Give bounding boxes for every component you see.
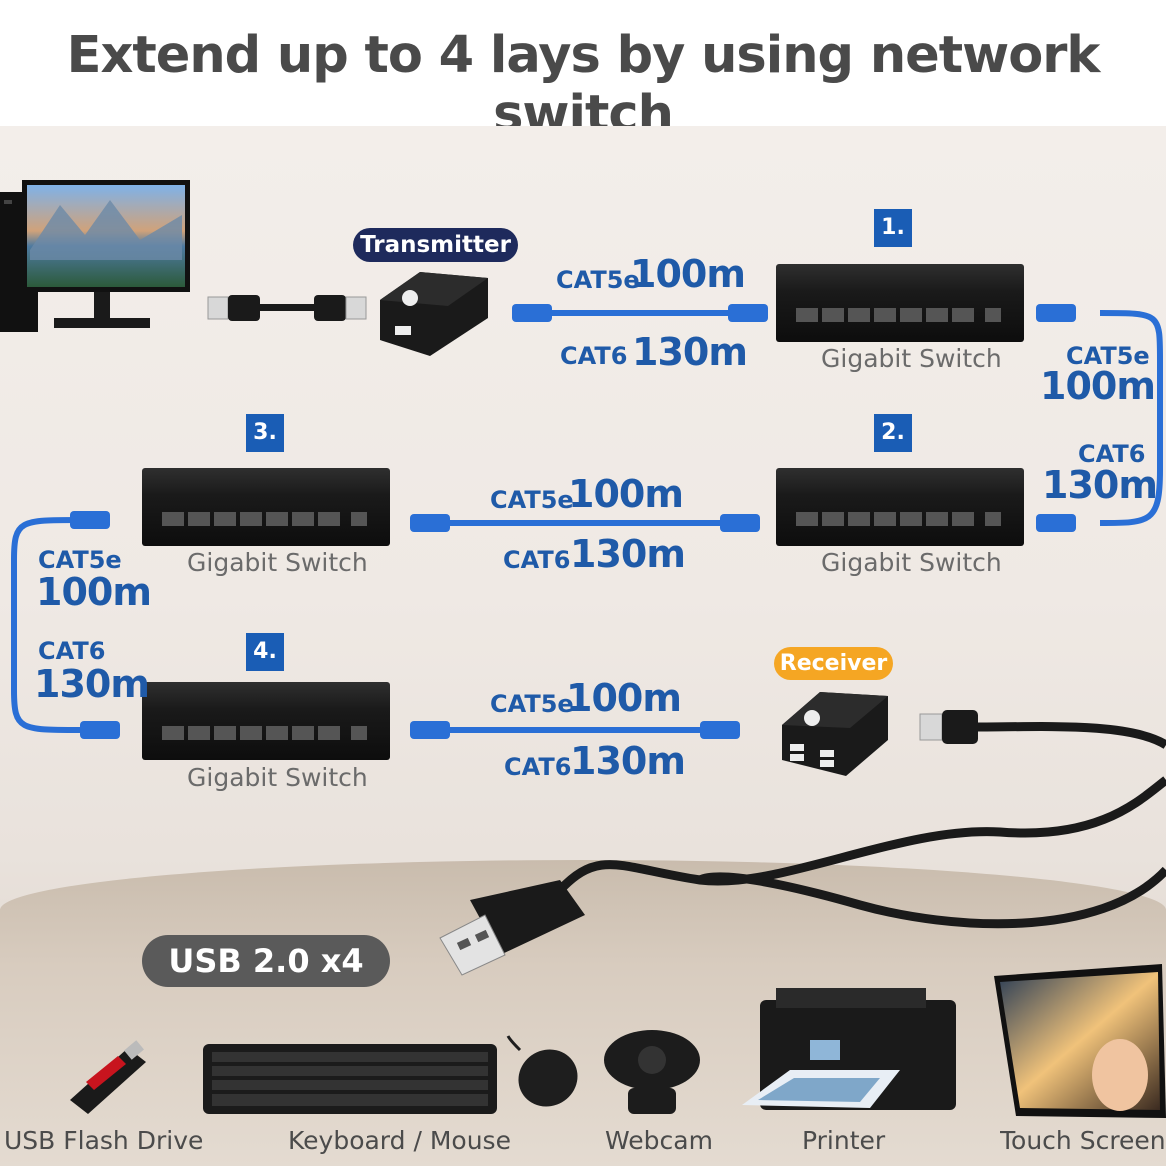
- seg4-cat6-dist: 130m: [34, 662, 150, 706]
- seg1-cat5e-dist: 100m: [630, 252, 746, 296]
- switch-4-label: Gigabit Switch: [187, 763, 368, 792]
- switch-2-label: Gigabit Switch: [821, 548, 1002, 577]
- step-1-badge: 1.: [874, 209, 912, 247]
- seg3-cat6-dist: 130m: [570, 532, 686, 576]
- rj45-connectors: [70, 304, 1076, 739]
- gigabit-switch-2-icon: [776, 468, 1024, 546]
- printer-icon: [742, 988, 956, 1110]
- device-label-keyboard-mouse: Keyboard / Mouse: [288, 1126, 511, 1155]
- seg5-cat5e: CAT5e: [490, 690, 574, 718]
- usb-flash-drive-icon: [70, 1040, 146, 1114]
- headline-title: Extend up to 4 lays by using network swi…: [66, 26, 1101, 144]
- touch-screen-icon: [994, 964, 1166, 1118]
- keyboard-icon: [203, 1044, 497, 1114]
- headline-bar: Extend up to 4 lays by using network swi…: [0, 0, 1166, 144]
- seg4-cat6: CAT6: [38, 637, 106, 665]
- seg2-cat6: CAT6: [1078, 440, 1146, 468]
- gigabit-switch-1-icon: [776, 264, 1024, 342]
- webcam-icon: [604, 1030, 700, 1114]
- seg2-cat5e: CAT5e: [1066, 342, 1150, 370]
- usb-cable-pc-transmitter: [207, 295, 367, 321]
- seg1-cat6: CAT6: [560, 342, 628, 370]
- device-label-flash-drive: USB Flash Drive: [4, 1126, 204, 1155]
- seg5-cat6-dist: 130m: [570, 739, 686, 783]
- step-3-badge: 3.: [246, 414, 284, 452]
- switch-3-label: Gigabit Switch: [187, 548, 368, 577]
- seg5-cat5e-dist: 100m: [566, 676, 682, 720]
- transmitter-badge: Transmitter: [353, 228, 518, 262]
- seg1-cat5e: CAT5e: [556, 266, 640, 294]
- desktop-computer-icon: [0, 180, 190, 332]
- seg5-cat6: CAT6: [504, 753, 572, 781]
- seg4-cat5e: CAT5e: [38, 546, 122, 574]
- step-2-badge: 2.: [874, 414, 912, 452]
- receiver-device-icon: [782, 692, 888, 776]
- usb-badge: USB 2.0 x4: [142, 935, 390, 987]
- seg2-cat6-dist: 130m: [1042, 463, 1158, 507]
- seg2-cat5e-dist: 100m: [1040, 364, 1156, 408]
- usb-plug-icon: [439, 880, 585, 976]
- device-label-webcam: Webcam: [605, 1126, 713, 1155]
- step-4-badge: 4.: [246, 633, 284, 671]
- mouse-icon: [506, 1035, 578, 1107]
- seg3-cat6: CAT6: [503, 546, 571, 574]
- seg3-cat5e: CAT5e: [490, 486, 574, 514]
- seg1-cat6-dist: 130m: [632, 330, 748, 374]
- seg3-cat5e-dist: 100m: [568, 472, 684, 516]
- table-surface: [0, 860, 1166, 1166]
- receiver-badge: Receiver: [774, 647, 893, 680]
- gigabit-switch-4-icon: [142, 682, 390, 760]
- gigabit-switch-3-icon: [142, 468, 390, 546]
- device-label-touch-screen: Touch Screen: [1000, 1126, 1166, 1155]
- switch-1-label: Gigabit Switch: [821, 344, 1002, 373]
- device-label-printer: Printer: [802, 1126, 886, 1155]
- transmitter-device-icon: [380, 272, 488, 356]
- ethernet-cables: [11, 310, 1163, 733]
- seg4-cat5e-dist: 100m: [36, 570, 152, 614]
- usb-cable-receiver: [556, 710, 1166, 929]
